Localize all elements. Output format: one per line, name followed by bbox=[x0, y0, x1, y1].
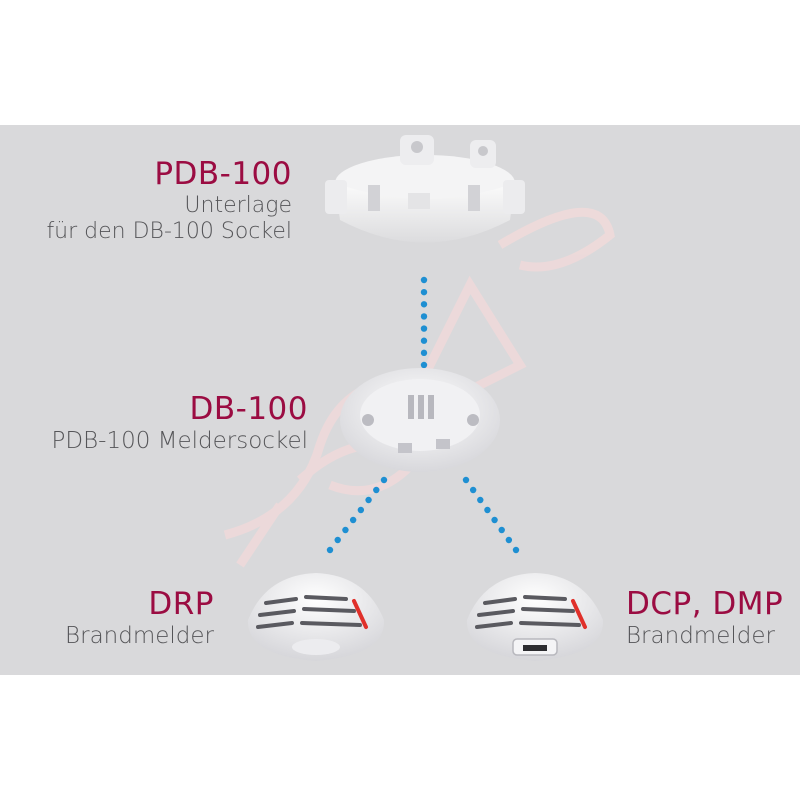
connector-dot bbox=[342, 526, 349, 534]
label-dcp-dmp: DCP, DMP Brandmelder bbox=[626, 588, 783, 648]
drp-code: DRP bbox=[148, 586, 214, 622]
db-desc-line1: PDB-100 Meldersockel bbox=[51, 427, 308, 454]
connector-dot bbox=[373, 486, 380, 494]
detector-base-image bbox=[340, 368, 500, 472]
product-diagram: PDB-100 Unterlage für den DB-100 Sockel … bbox=[0, 125, 800, 675]
connector-dot bbox=[357, 506, 365, 514]
connector-dot bbox=[420, 301, 428, 308]
drp-detector-image bbox=[247, 573, 385, 661]
pdb-desc-line1: Unterlage bbox=[184, 192, 292, 218]
connector-dot bbox=[420, 276, 428, 284]
drp-desc-line1: Brandmelder bbox=[65, 622, 214, 649]
label-drp: DRP Brandmelder bbox=[65, 588, 214, 648]
dcp-code: DCP, DMP bbox=[626, 586, 784, 622]
connector-dot bbox=[462, 476, 470, 484]
pdb-code: PDB-100 bbox=[154, 156, 292, 192]
connector-dot bbox=[484, 506, 491, 514]
db-code: DB-100 bbox=[189, 391, 308, 427]
connector-dot bbox=[491, 516, 498, 524]
connector-dot bbox=[420, 325, 428, 332]
connector-dot bbox=[380, 476, 388, 484]
connector-dot bbox=[512, 546, 520, 554]
connector-lines bbox=[326, 276, 520, 554]
pdb-desc-line2: für den DB-100 Sockel bbox=[46, 218, 292, 244]
connector-dot bbox=[420, 313, 428, 320]
connector-dot bbox=[469, 486, 477, 494]
connector-dot bbox=[349, 516, 357, 524]
label-db-100: DB-100 PDB-100 Meldersockel bbox=[52, 393, 308, 453]
connector-dot bbox=[498, 526, 505, 534]
connector-dot bbox=[334, 536, 341, 544]
connector-dot bbox=[420, 349, 428, 357]
dcp-detector-image bbox=[466, 573, 604, 661]
dcp-desc-line1: Brandmelder bbox=[626, 622, 775, 649]
connector-dot bbox=[505, 536, 513, 544]
mounting-plate-image bbox=[325, 135, 525, 243]
connector-dot bbox=[420, 288, 428, 296]
connector-dot bbox=[365, 496, 372, 504]
label-pdb-100: PDB-100 Unterlage für den DB-100 Sockel bbox=[46, 158, 292, 243]
connector-dot bbox=[477, 496, 484, 504]
connector-dot bbox=[420, 361, 428, 369]
connector-dot bbox=[420, 337, 428, 344]
connector-dot bbox=[326, 546, 334, 554]
